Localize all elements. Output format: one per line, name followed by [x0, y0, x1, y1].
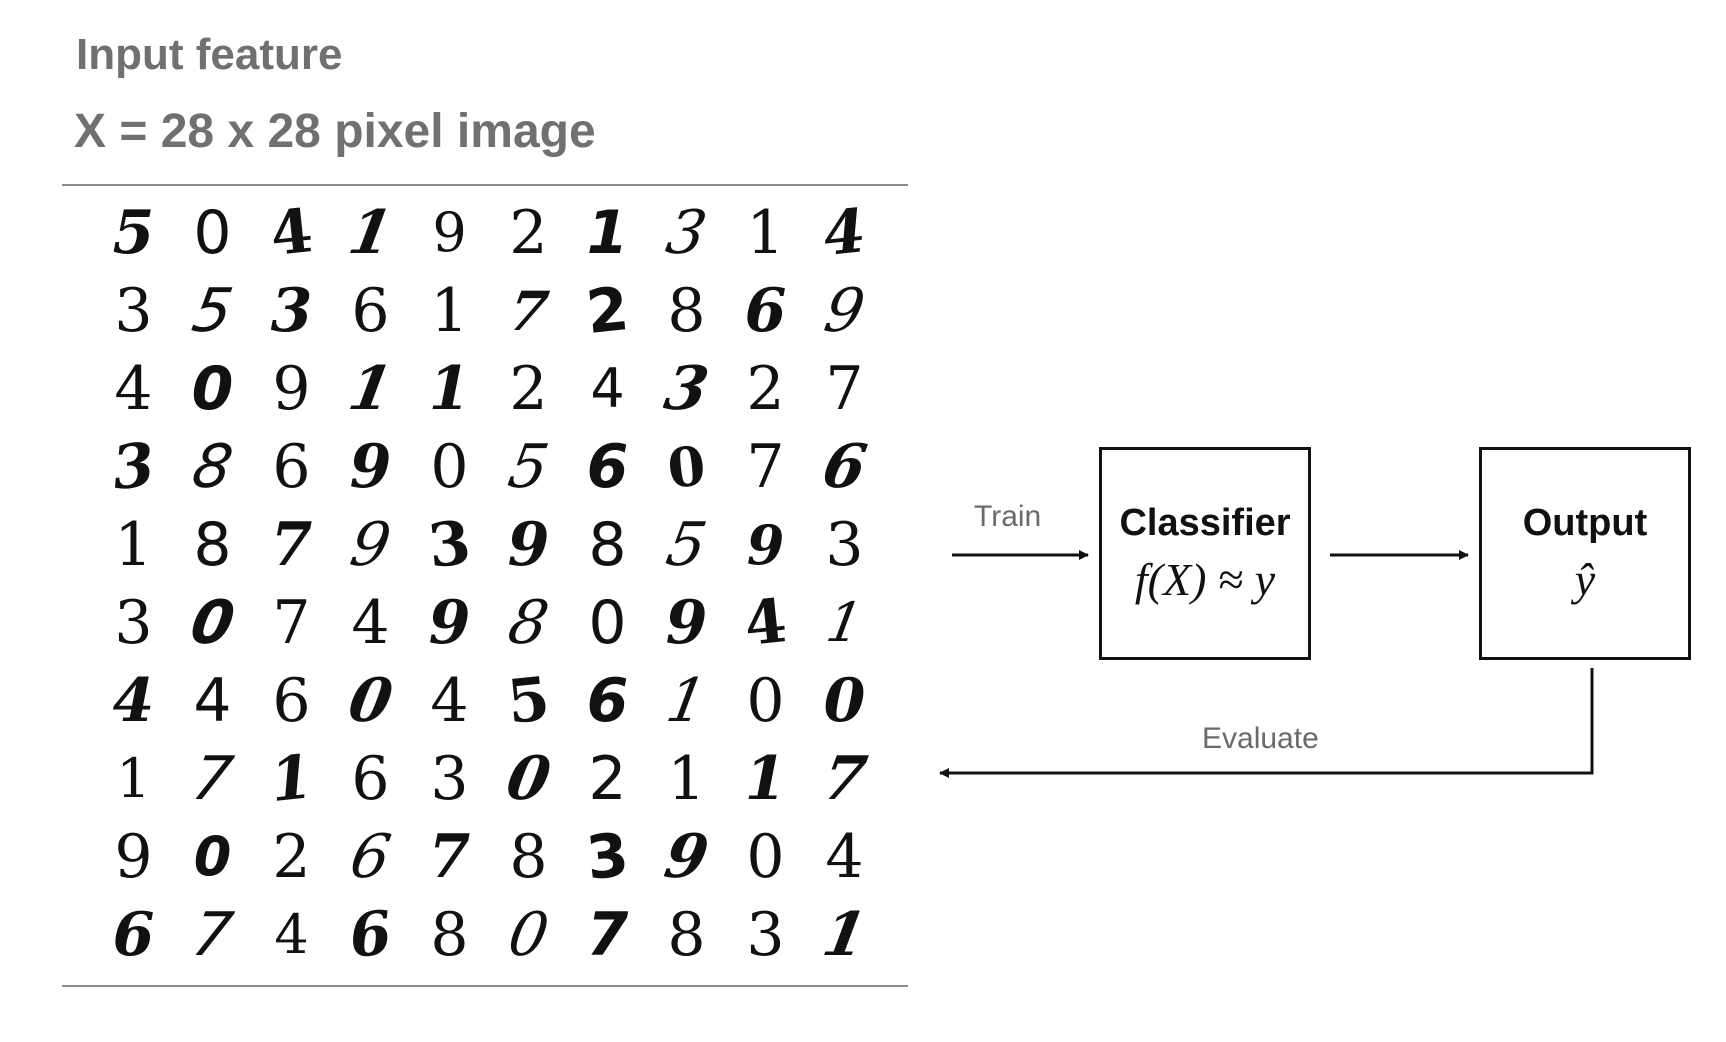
handwritten-digit: 6 — [272, 432, 311, 502]
handwritten-digit: 1 — [114, 510, 153, 580]
handwritten-digit: 9 — [428, 588, 471, 658]
handwritten-digit: 0 — [193, 198, 232, 268]
handwritten-digit: 2 — [272, 822, 311, 892]
handwritten-digit: 4 — [274, 903, 309, 966]
handwritten-digit: 1 — [667, 744, 706, 814]
handwritten-digit: 4 — [112, 666, 155, 736]
handwritten-digit: 1 — [116, 747, 151, 810]
classifier-title: Classifier — [1119, 501, 1291, 544]
handwritten-digit: 9 — [114, 822, 153, 892]
handwritten-digit: 2 — [509, 198, 548, 268]
handwritten-digit: 4 — [825, 822, 864, 892]
handwritten-digit: 3 — [114, 276, 153, 346]
handwritten-digit: 3 — [430, 744, 469, 814]
handwritten-digit: 1 — [428, 354, 471, 424]
handwritten-digit: 3 — [270, 276, 313, 346]
train-label: Train — [974, 500, 1042, 533]
handwritten-digit: 0 — [746, 666, 785, 736]
handwritten-digit: 2 — [588, 744, 627, 814]
handwritten-digit: 4 — [430, 666, 469, 736]
handwritten-digit: 1 — [744, 744, 787, 814]
handwritten-digit: 8 — [667, 276, 706, 346]
handwritten-digit: 9 — [349, 432, 392, 502]
handwritten-digit: 9 — [746, 513, 785, 577]
handwritten-digit: 0 — [430, 432, 469, 502]
bottom-divider — [62, 985, 908, 987]
handwritten-digit: 8 — [588, 510, 627, 580]
handwritten-digit: 0 — [193, 825, 232, 888]
classifier-formula: f(X) ≈ y — [1134, 553, 1276, 605]
input-feature-description: X = 28 x 28 pixel image — [74, 105, 596, 158]
handwritten-digit: 0 — [191, 354, 234, 424]
evaluate-feedback-arrow — [939, 668, 1594, 778]
handwritten-digit: 9 — [665, 588, 708, 658]
handwritten-digit: 7 — [746, 432, 785, 502]
handwritten-digit: 3 — [746, 900, 785, 970]
handwritten-digit: 6 — [112, 900, 155, 970]
handwritten-digit: 0 — [823, 666, 866, 736]
handwritten-digit: 2 — [746, 354, 785, 424]
handwritten-digit: 4 — [114, 354, 153, 424]
handwritten-digit: 9 — [432, 201, 467, 264]
handwritten-digit: 6 — [744, 276, 787, 346]
handwritten-digit: 1 — [430, 276, 469, 346]
handwritten-digit: 9 — [507, 510, 550, 580]
handwritten-digit: 1 — [586, 198, 629, 268]
handwritten-digit: 9 — [272, 354, 311, 424]
handwritten-digit: 5 — [112, 198, 155, 268]
handwritten-digit: 6 — [586, 666, 629, 736]
input-feature-title: Input feature — [76, 30, 343, 79]
handwritten-digit: 1 — [746, 198, 785, 268]
output-title: Output — [1522, 501, 1648, 544]
handwritten-digit: 7 — [586, 900, 629, 970]
handwritten-digit: 6 — [272, 666, 311, 736]
handwritten-digit: 0 — [588, 588, 627, 658]
handwritten-digit: 0 — [746, 822, 785, 892]
handwritten-digit: 6 — [351, 744, 390, 814]
handwritten-digit: 6 — [586, 432, 629, 502]
evaluate-label: Evaluate — [1202, 722, 1319, 755]
output-formula: ŷ — [1574, 553, 1596, 605]
top-divider — [62, 184, 908, 186]
handwritten-digit: 8 — [667, 900, 706, 970]
handwritten-digit: 8 — [430, 900, 469, 970]
classifier-box: Classifier f(X) ≈ y — [1099, 447, 1311, 660]
handwritten-digit: 3 — [825, 510, 864, 580]
handwritten-digit: 8 — [193, 510, 232, 580]
handwritten-digit: 8 — [509, 822, 548, 892]
handwritten-digit: 3 — [114, 588, 153, 658]
handwritten-digit: 7 — [825, 354, 864, 424]
handwritten-digit: 7 — [272, 588, 311, 658]
handwritten-digit: 4 — [351, 588, 390, 658]
handwritten-digit: 7 — [270, 510, 313, 580]
handwritten-digit: 2 — [509, 354, 548, 424]
output-box: Output ŷ — [1479, 447, 1691, 660]
handwritten-digit: 4 — [590, 357, 625, 420]
handwritten-digit: 4 — [193, 666, 232, 736]
handwritten-digit: 6 — [351, 276, 390, 346]
handwritten-digit: 7 — [428, 822, 471, 892]
